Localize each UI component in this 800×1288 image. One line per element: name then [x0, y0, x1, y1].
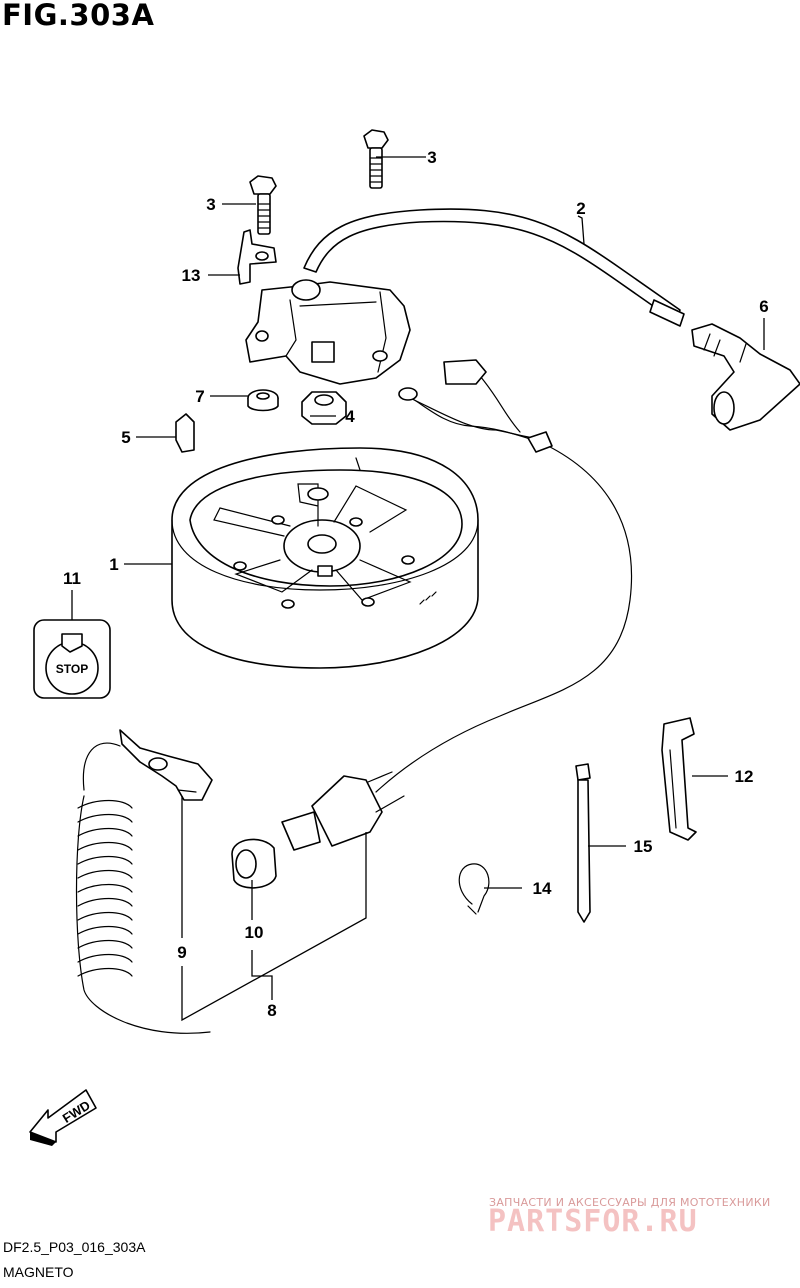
- figure-title: FIG.303A: [2, 0, 155, 32]
- figure-code: DF2.5_P03_016_303A: [3, 1239, 146, 1255]
- bracket-part-13: [237, 229, 277, 285]
- callout-14: 14: [533, 879, 552, 898]
- callout-13: 13: [182, 266, 201, 285]
- high-tension-cable-part-2: [303, 208, 685, 327]
- callout-6: 6: [759, 297, 768, 316]
- grommet-part-10: [231, 838, 277, 889]
- callout-7: 7: [195, 387, 204, 406]
- callout-1: 1: [109, 555, 118, 574]
- stop-switch-lead-part-8: [281, 359, 633, 851]
- callout-3-left: 3: [206, 195, 215, 214]
- watermark-logo: PARTSFOR.RU: [488, 1204, 698, 1239]
- woodruff-key-part-5: [175, 413, 195, 453]
- flywheel-nut-part-4: [301, 391, 347, 425]
- spark-plug-cap-part-6: [691, 323, 800, 431]
- callout-9: 9: [177, 943, 186, 962]
- callout-3-upper: 3: [427, 148, 436, 167]
- bolt-part-3-left: [249, 175, 277, 235]
- clip-part-12: [661, 717, 697, 841]
- callout-8: 8: [267, 1001, 276, 1020]
- emergency-stop-lanyard-part-9: [75, 729, 213, 1034]
- ignition-coil: [245, 279, 411, 385]
- bolt-part-3-upper: [363, 129, 389, 189]
- callout-2: 2: [576, 199, 585, 218]
- retaining-clip-part-14: [458, 863, 490, 915]
- washer-part-7: [247, 389, 279, 412]
- figure-caption: MAGNETO: [3, 1264, 74, 1280]
- leader-lines: [71, 156, 765, 1022]
- callout-5: 5: [121, 428, 130, 447]
- callout-15: 15: [634, 837, 653, 856]
- callout-4: 4: [345, 407, 355, 426]
- forward-direction-arrow: [29, 1089, 97, 1146]
- stop-switch-plate-part-11: [33, 619, 111, 699]
- flywheel-part-1: [171, 447, 479, 669]
- cable-tie-part-15: [575, 763, 591, 923]
- stop-switch-label: STOP: [56, 662, 88, 676]
- callout-12: 12: [735, 767, 754, 786]
- callout-10: 10: [245, 923, 264, 942]
- callout-11: 11: [63, 569, 81, 588]
- watermark-tagline: ЗАПЧАСТИ И АКСЕССУАРЫ ДЛЯ МОТОТЕХНИКИ: [489, 1196, 771, 1209]
